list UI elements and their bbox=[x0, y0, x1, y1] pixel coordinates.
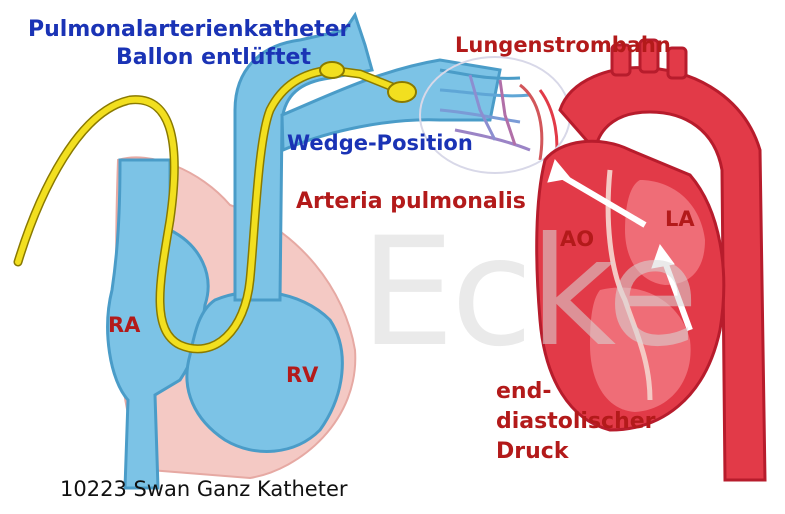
caption: 10223 Swan Ganz Katheter bbox=[60, 478, 348, 500]
wedge-position-label: Wedge-Position bbox=[287, 132, 473, 154]
aorta-label: AO bbox=[560, 228, 594, 250]
right-atrium-label: RA bbox=[108, 314, 140, 336]
pulmonary-artery-label: Arteria pulmonalis bbox=[296, 190, 526, 213]
right-ventricle-label: RV bbox=[286, 364, 318, 386]
catheter-tip-balloon-icon bbox=[388, 82, 416, 102]
pressure-label-line1: end- bbox=[496, 380, 551, 403]
watermark-text: Ecke bbox=[360, 215, 695, 373]
catheter-title-label: Pulmonalarterienkatheter bbox=[28, 18, 350, 41]
pressure-label-line3: Druck bbox=[496, 440, 568, 463]
balloon-state-label: Ballon entlüftet bbox=[116, 46, 311, 69]
catheter-balloon-icon bbox=[320, 62, 344, 78]
right-ventricle-shape bbox=[187, 292, 342, 452]
lung-circulation-label: Lungenstrombahn bbox=[455, 34, 671, 56]
left-atrium-label: LA bbox=[665, 208, 695, 230]
pressure-label-line2: diastolischer bbox=[496, 410, 656, 433]
